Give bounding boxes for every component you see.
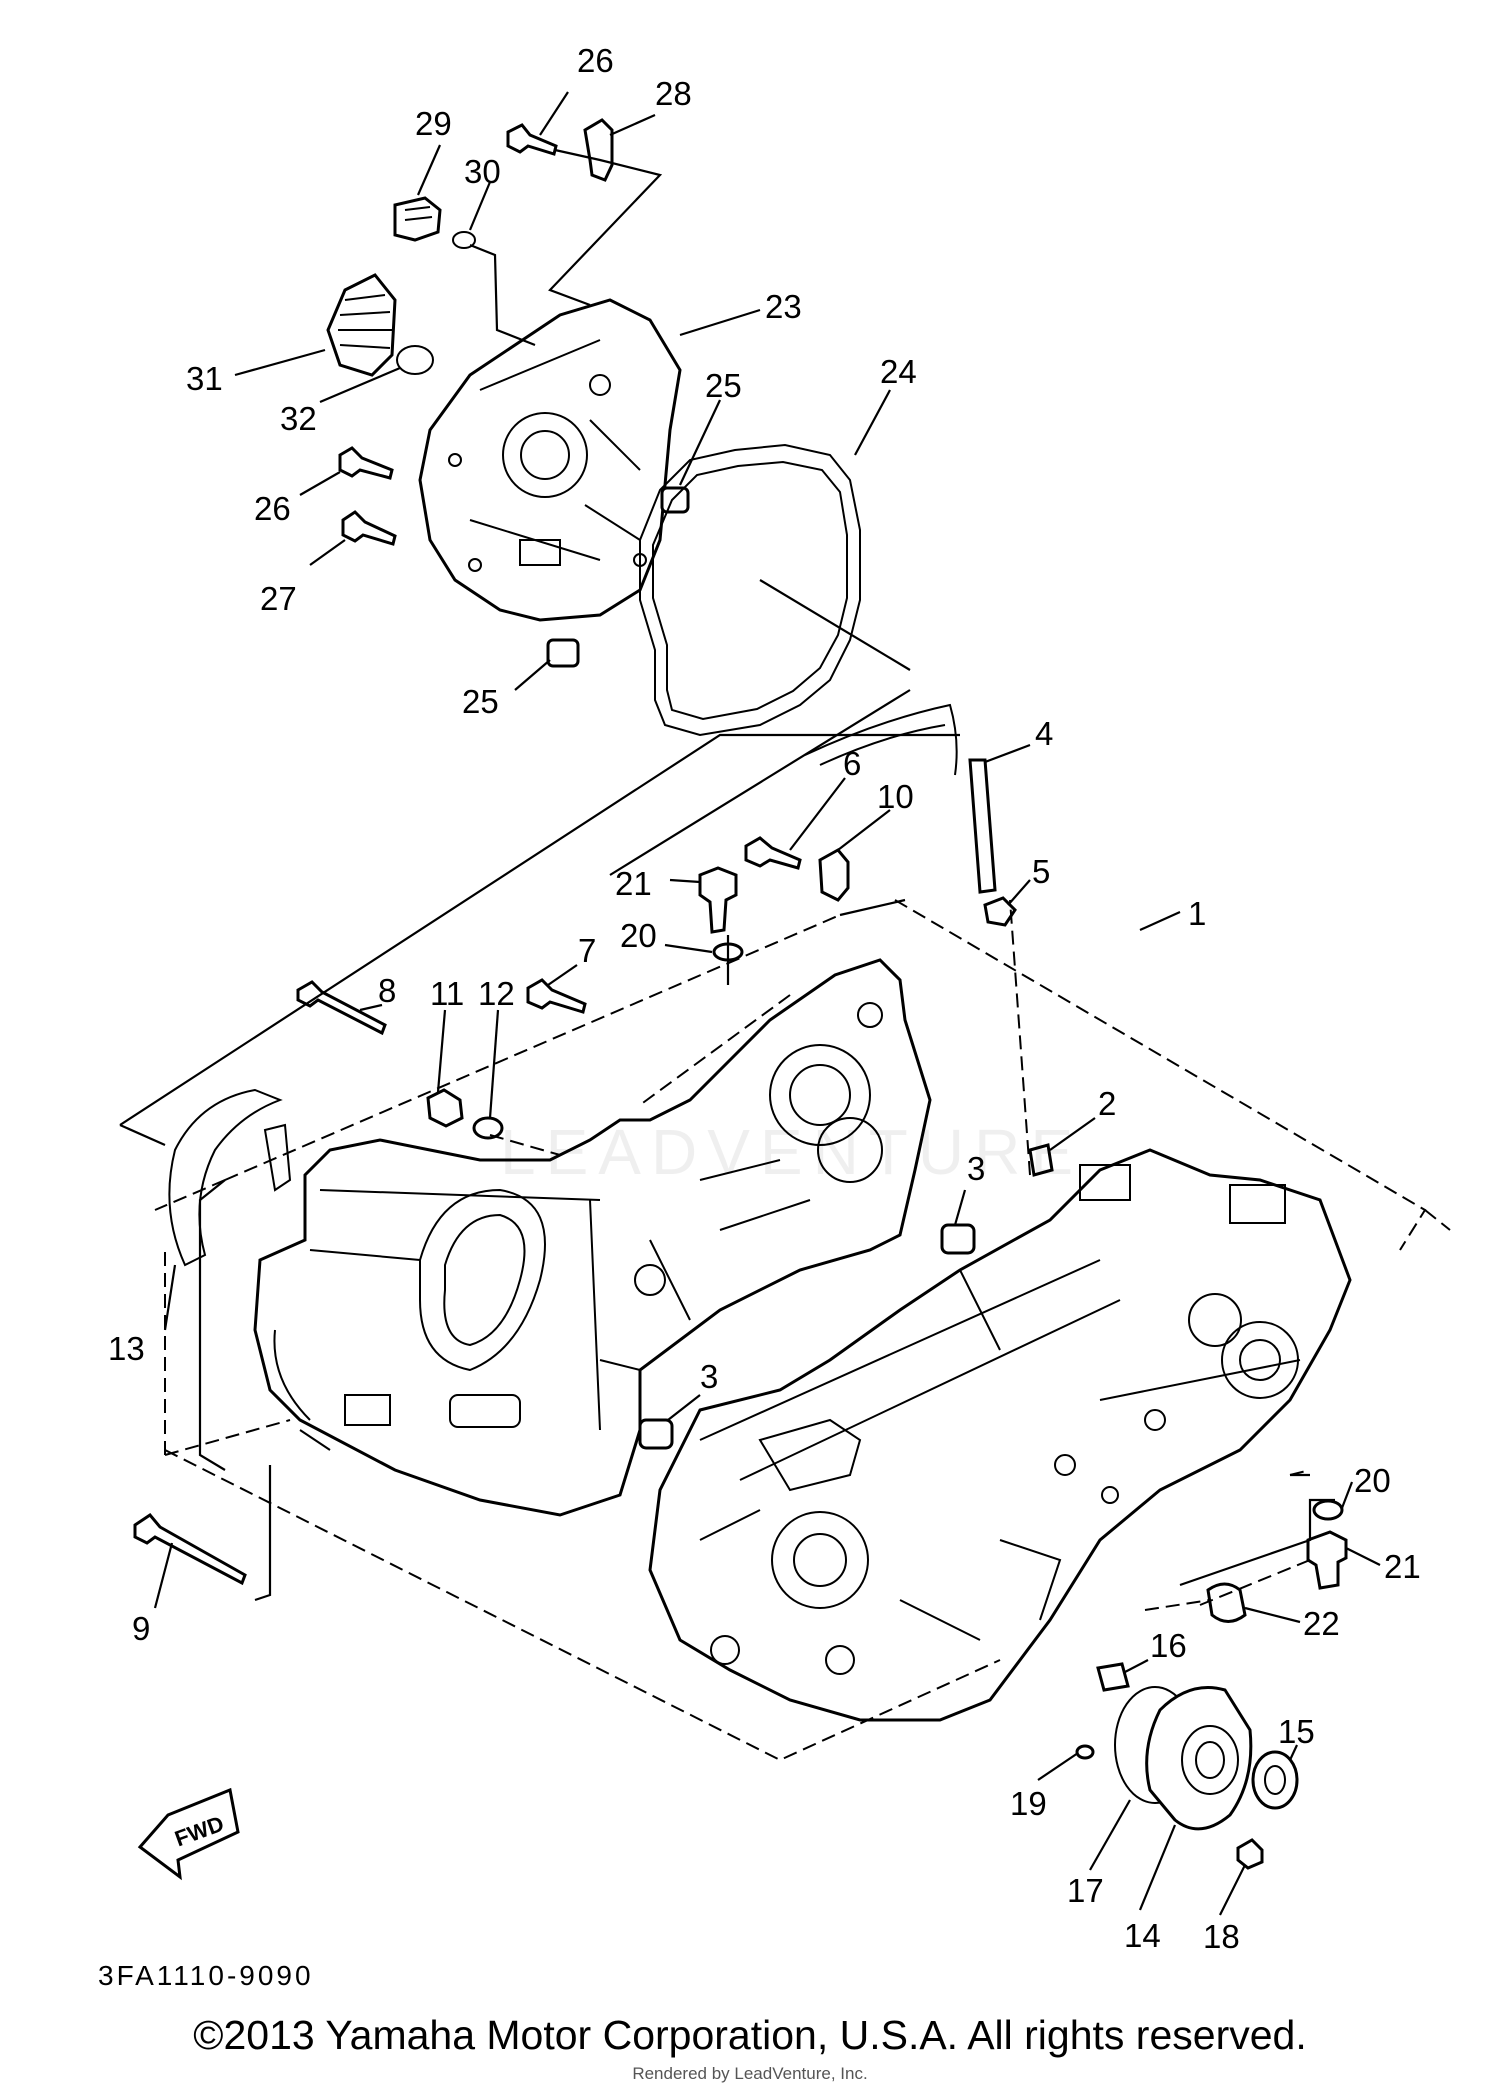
callout-14: 14 [1124,1917,1161,1954]
left-crankcase-group [133,866,976,1586]
bearing-housing-part [1145,1686,1253,1831]
right-crankcase-part [648,1148,1352,1722]
breather-fitting-part [1028,1143,1054,1177]
callout-12: 12 [478,975,515,1012]
watermark: LEADVENTURE [500,1116,1083,1188]
clamp-part [818,848,850,902]
dowel-pin-part [660,486,690,514]
breather-hose-group [744,703,1017,927]
callout-4: 4 [1035,715,1053,752]
callout-26: 26 [577,42,614,79]
callout-27: 27 [260,580,297,617]
copyright-notice: ©2013 Yamaha Motor Corporation, U.S.A. A… [193,2012,1307,2058]
forward-arrow: FWD [137,1787,240,1881]
cap-part [326,273,397,377]
callout-15: 15 [1278,1713,1315,1750]
hose-clip-part [983,896,1017,927]
assembly-lines [119,91,1451,1916]
breather-hose-part [968,758,997,894]
callout-13: 13 [108,1330,145,1367]
callout-21: 21 [615,865,652,902]
oil-seal-part [1206,1582,1247,1623]
callout-29: 29 [415,105,452,142]
callout-18: 18 [1203,1918,1240,1955]
o-ring-large-part [396,345,434,375]
crankcase-cover-group [326,118,911,737]
callout-28: 28 [655,75,692,112]
callout-22: 22 [1303,1605,1340,1642]
oil-seal-part [1251,1750,1299,1810]
callout-7: 7 [578,932,596,969]
dowel-pin-part [546,638,580,668]
washer-part [472,1116,504,1140]
drain-bolt-part [698,866,738,934]
callout-32: 32 [280,400,317,437]
right-crankcase-group [648,1143,1352,1722]
callout-5: 5 [1032,853,1050,890]
callout-10: 10 [877,778,914,815]
o-ring-part [452,231,476,249]
dowel-pin-part [940,1223,976,1255]
callout-31: 31 [186,360,223,397]
callout-11: 11 [430,975,464,1012]
bolt-part [506,123,558,156]
callout-8: 8 [378,972,396,1009]
pin-part [1075,1744,1095,1760]
bolt-part [526,978,587,1014]
callout-16: 16 [1150,1627,1187,1664]
callout-24: 24 [880,353,917,390]
clamp-part [583,118,614,182]
drain-bolt-part [1306,1530,1348,1590]
callout-25: 25 [705,367,742,404]
callout-9: 9 [132,1610,150,1647]
callout-20: 20 [620,917,657,954]
dowel-pin-part [638,1418,674,1450]
callout-21: 21 [1384,1548,1421,1585]
callout-19: 19 [1010,1785,1047,1822]
rendered-by-notice: Rendered by LeadVenture, Inc. [632,2064,868,2083]
diagram-part-code: 3FA1110-9090 [98,1960,314,1991]
washer-part [1312,1499,1344,1521]
bolt-part [1236,1838,1264,1870]
callout-labels: 1 2 3 3 4 5 6 7 8 9 10 11 12 13 14 15 16… [98,42,1421,1991]
bolt-part [341,510,397,546]
callout-23: 23 [765,288,802,325]
callout-20: 20 [1354,1462,1391,1499]
callout-6: 6 [843,745,861,782]
pin-part [1096,1662,1130,1692]
bolt-part [426,1088,464,1128]
bolt-part [133,1513,247,1586]
callout-25: 25 [462,683,499,720]
gasket-part [639,443,861,737]
bearing-housing-group [1075,1662,1299,1870]
callout-2: 2 [1098,1085,1116,1122]
callout-1: 1 [1188,895,1206,932]
callout-3: 3 [700,1358,718,1395]
callout-3: 3 [967,1150,985,1187]
callout-17: 17 [1067,1872,1104,1909]
bolt-part [744,836,802,870]
callout-30: 30 [464,153,501,190]
gasket-part [168,1088,283,1267]
callout-26: 26 [254,490,291,527]
bolt-part [338,446,394,480]
